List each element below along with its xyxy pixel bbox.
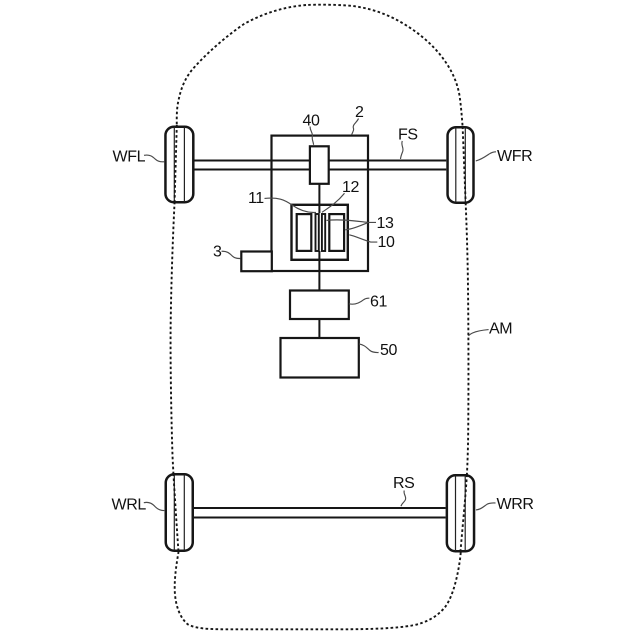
svg-text:3: 3 [213, 244, 222, 261]
svg-text:WFL: WFL [113, 148, 146, 165]
svg-text:61: 61 [370, 293, 387, 310]
svg-text:WFR: WFR [497, 148, 532, 165]
svg-text:13: 13 [377, 215, 394, 232]
svg-text:WRR: WRR [497, 496, 534, 513]
svg-text:AM: AM [489, 321, 512, 338]
svg-text:WRL: WRL [112, 497, 147, 514]
svg-text:FS: FS [398, 127, 418, 144]
svg-text:50: 50 [380, 342, 397, 359]
svg-text:10: 10 [378, 234, 395, 251]
svg-text:11: 11 [248, 190, 264, 207]
svg-text:RS: RS [393, 475, 414, 492]
svg-text:40: 40 [303, 113, 320, 130]
svg-text:12: 12 [342, 179, 359, 196]
svg-text:2: 2 [355, 104, 364, 121]
